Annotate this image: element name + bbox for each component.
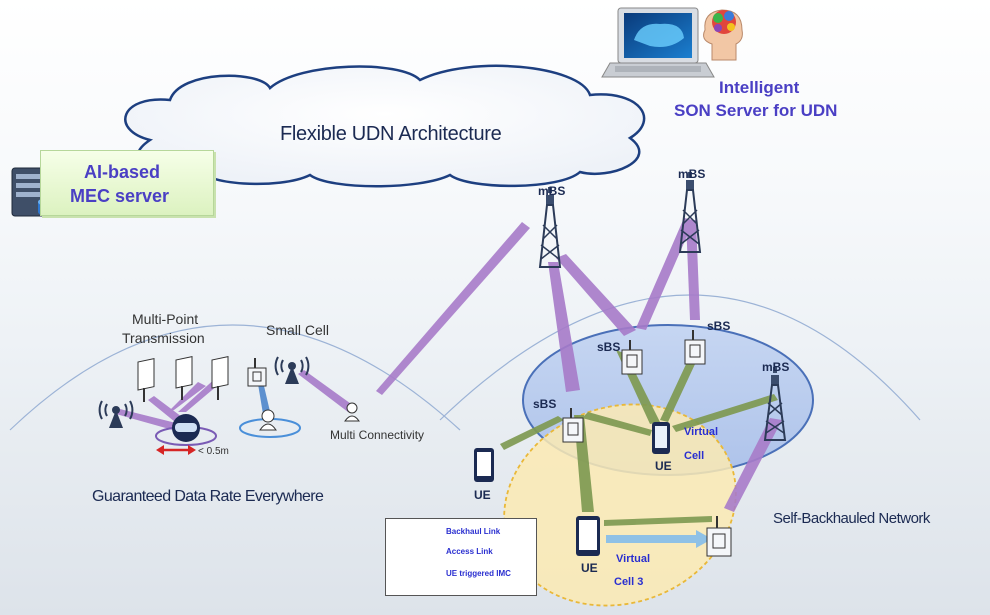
vr-user-icon xyxy=(155,414,217,446)
access-beam xyxy=(660,360,696,422)
phone-icon xyxy=(474,448,494,482)
legend-access-label: Access Link xyxy=(446,547,493,556)
distance-arrow xyxy=(156,445,196,455)
small-cell-label: Small Cell xyxy=(266,322,330,338)
multipoint-label-1: Multi-Point xyxy=(132,311,199,327)
backhaul-links xyxy=(116,218,782,512)
ue-label-left: UE xyxy=(474,488,491,502)
backhaul-beam xyxy=(168,382,206,412)
sbs-label-upper-right: sBS xyxy=(707,319,731,333)
backhaul-beam xyxy=(376,222,530,395)
sbs-box-icon xyxy=(247,358,267,387)
sbs-label-upper-left: sBS xyxy=(597,340,621,354)
phone-icon xyxy=(576,516,600,556)
sbs-box-icon xyxy=(684,330,706,365)
ue-label-center: UE xyxy=(655,459,672,473)
sbs-label-lower: sBS xyxy=(533,397,557,411)
legend-row-backhaul: Backhaul Link xyxy=(392,525,532,543)
mec-server-label-1: AI-based xyxy=(84,162,161,182)
virtual-cell-label-1: Virtual xyxy=(684,426,719,438)
cloud-title: Flexible UDN Architecture xyxy=(280,123,502,145)
mbs-tower-icon xyxy=(538,187,562,268)
small-cell-user-icon xyxy=(239,409,301,438)
access-beam xyxy=(672,394,778,432)
left-coverage-dome xyxy=(9,324,461,431)
radio-antenna-icon xyxy=(274,356,310,384)
virtual-cell3-label-2: Cell 3 xyxy=(614,576,644,588)
access-beam xyxy=(604,516,712,526)
brain-head-icon xyxy=(703,9,743,61)
mbs-label-top-right: mBS xyxy=(678,167,706,181)
backhaul-beam xyxy=(556,254,636,336)
virtual-cell3-label-1: Virtual xyxy=(616,553,651,565)
access-beam xyxy=(582,412,652,436)
phone-icon xyxy=(652,422,670,454)
right-caption: Self-Backhauled Network xyxy=(773,510,930,527)
mbs-tower-icon xyxy=(763,367,787,441)
access-beam xyxy=(500,416,564,450)
imc-arrow xyxy=(606,530,712,548)
cloud xyxy=(124,64,646,188)
sbs-box-icon xyxy=(706,516,732,557)
sbs-box-icon xyxy=(562,408,584,443)
legend-row-access: Access Link xyxy=(392,545,532,563)
sbs-box-icon xyxy=(621,340,643,375)
distance-label: < 0.5m xyxy=(198,446,229,457)
antenna-panel-icon xyxy=(137,357,155,402)
mec-server-label-2: MEC server xyxy=(70,186,170,206)
mec-server-box xyxy=(40,150,214,216)
legend-backhaul-label: Backhaul Link xyxy=(446,527,501,536)
antenna-panel-icon xyxy=(211,355,229,400)
backhaul-beam xyxy=(724,418,782,512)
radio-antenna-icon xyxy=(98,400,134,428)
laptop-icon xyxy=(601,7,715,78)
multipoint-label-2: Transmission xyxy=(122,330,205,346)
antenna-panel-icon xyxy=(175,355,193,400)
mbs-label-right: mBS xyxy=(762,360,790,374)
ue-label-bottom: UE xyxy=(581,561,598,575)
virtual-cell-label-2: Cell xyxy=(684,450,705,462)
backhaul-beam xyxy=(548,262,580,392)
legend-imc-label: UE triggered IMC xyxy=(446,569,511,578)
multi-connectivity-user-icon xyxy=(344,402,360,422)
multi-connectivity-label: Multi Connectivity xyxy=(330,428,425,442)
mbs-tower-icon xyxy=(678,172,702,253)
son-server-label-1: Intelligent xyxy=(719,78,800,97)
left-caption: Guaranteed Data Rate Everywhere xyxy=(92,488,324,505)
legend-box: Backhaul Link Access Link UE triggered I… xyxy=(385,518,537,596)
legend-row-imc: UE triggered IMC xyxy=(392,567,532,585)
son-server-label-2: SON Server for UDN xyxy=(674,101,838,120)
backhaul-beam xyxy=(686,220,700,320)
backhaul-beam xyxy=(636,218,694,330)
backhaul-beam xyxy=(298,370,354,412)
mbs-label-top-left: mBS xyxy=(538,184,566,198)
